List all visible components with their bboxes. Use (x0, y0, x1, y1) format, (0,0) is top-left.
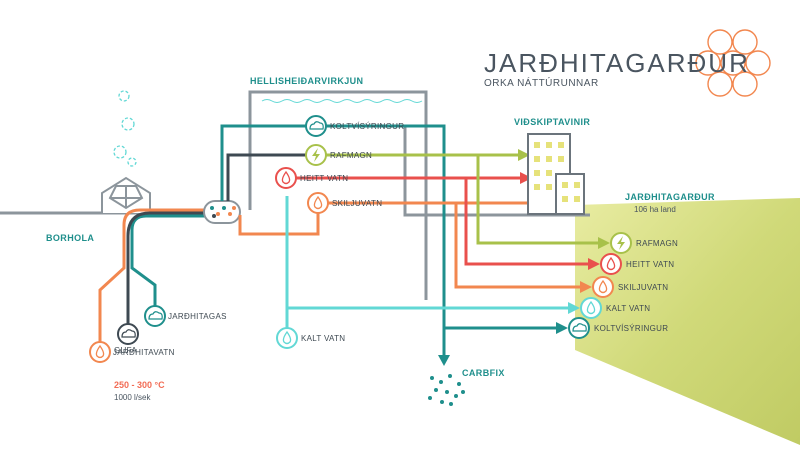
water-drop-icon (600, 253, 622, 275)
input-gufa: GUFA (114, 346, 137, 355)
output-heitt-vatn: HEITT VATN (300, 174, 349, 183)
water-drop-icon (592, 276, 614, 298)
park-rafmagn-arrowhead (598, 237, 610, 249)
carbfix-arrowhead (438, 355, 450, 366)
carbfix-icon (428, 374, 465, 406)
pipe-park-heitt-vatn (464, 178, 588, 266)
water-drop-icon (307, 192, 329, 214)
carbfix-label: CARBFIX (462, 368, 505, 378)
water-drop-icon (275, 167, 297, 189)
borehole-label: BORHOLA (46, 233, 95, 243)
output-rafmagn: RAFMAGN (330, 151, 373, 160)
park-area: 106 ha land (634, 205, 676, 214)
park-area (575, 198, 800, 445)
borehole-building (101, 176, 151, 213)
pipe-jardhitavatn (98, 208, 210, 345)
output-koltvisyringur: KOLTVÍSÝRINGUR (330, 122, 405, 131)
output-skiljuvatn: SKILJUVATN (332, 199, 383, 208)
output-kalt-vatn: KALT VATN (301, 334, 346, 343)
park-koltvisyringur-arrowhead (556, 322, 568, 334)
customer-buildings-icon (527, 133, 585, 215)
steam-wave (261, 99, 423, 103)
brand-title: JARÐHITAGARÐUR (484, 48, 750, 78)
pipe-gufa (126, 211, 210, 326)
water-drop-icon (580, 297, 602, 319)
lightning-icon (305, 144, 327, 166)
co2-cloud-icon (305, 115, 327, 137)
input-jardhitavatn: JARÐHITAVATN (113, 348, 175, 357)
heitt-vatn-arrowhead (520, 172, 532, 184)
park-kalt-vatn: KALT VATN (606, 304, 651, 313)
co2-cloud-icon (568, 317, 590, 339)
park-skiljuvatn-arrowhead (580, 281, 592, 293)
steam-cloud-icon (117, 323, 139, 345)
park-heitt-vatn-arrowhead (588, 258, 600, 270)
separator-dots (210, 206, 236, 218)
rafmagn-arrowhead (518, 149, 530, 161)
brand-subtitle: ORKA NÁTTÚRUNNAR (484, 78, 599, 89)
input-jardhitagas: JARÐHITAGAS (168, 312, 227, 321)
water-drop-icon (276, 327, 298, 349)
water-drop-icon (89, 341, 111, 363)
pipe-park-skiljuvatn (454, 203, 580, 289)
pipe-jardhitagas (130, 214, 210, 306)
separator (203, 200, 241, 224)
co2-cloud-icon (144, 305, 166, 327)
park-rafmagn: RAFMAGN (636, 239, 679, 248)
source-temperature: 250 - 300 °C (114, 380, 165, 390)
customers-label: VIÐSKIPTAVINIR (514, 117, 591, 127)
park-skiljuvatn: SKILJUVATN (618, 283, 669, 292)
park-kalt-vatn-arrowhead (568, 302, 580, 314)
plant-label: HELLISHEIÐARVIRKJUN (250, 76, 364, 86)
park-title: JARÐHITAGARÐUR (625, 192, 715, 202)
park-koltvisyringur: KOLTVÍSÝRINGUR (594, 324, 669, 333)
brand-logo-icon (695, 29, 771, 97)
park-heitt-vatn: HEITT VATN (626, 260, 675, 269)
pipe-park-rafmagn (476, 155, 598, 245)
pipe-skiljuvatn (238, 201, 530, 236)
pipe-koltvisyringur (220, 124, 446, 355)
steam-puffs (113, 90, 137, 167)
lightning-icon (610, 232, 632, 254)
source-flow: 1000 l/sek (114, 393, 151, 402)
plant-outline (248, 90, 428, 300)
